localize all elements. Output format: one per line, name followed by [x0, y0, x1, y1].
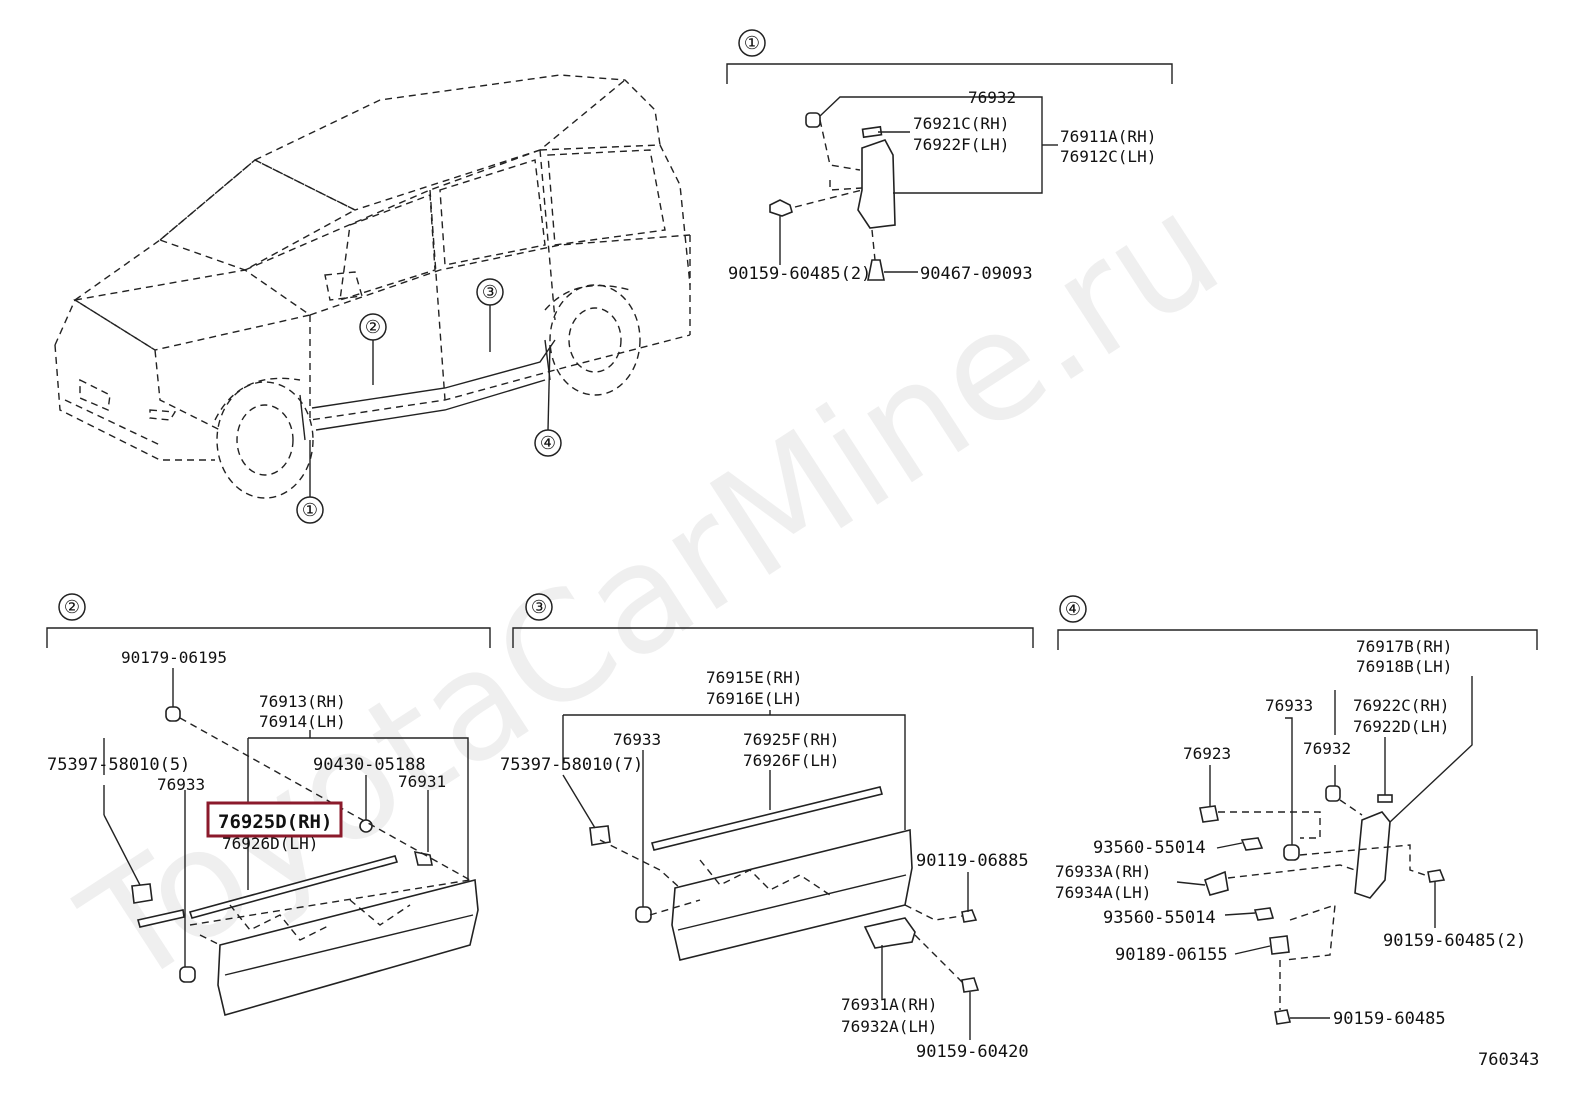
- label-75397-58010-5: 75397-58010(5): [47, 755, 190, 775]
- highlight-box-76925d[interactable]: [206, 801, 343, 838]
- strip-left: [136, 909, 185, 928]
- label-76922d-lh: 76922D(LH): [1353, 717, 1449, 736]
- screw-90159-60485-s4: [1274, 1009, 1291, 1025]
- callout-4-overview: ④: [534, 429, 562, 457]
- screw-90159-60485: [769, 199, 793, 217]
- label-76933-s3: 76933: [613, 730, 661, 749]
- screw-90159-60420: [961, 977, 980, 993]
- clip-76923: [1199, 805, 1219, 823]
- label-90159-60420: 90159-60420: [916, 1042, 1029, 1062]
- label-76934a-lh: 76934A(LH): [1055, 883, 1151, 902]
- svg-text:④: ④: [540, 433, 556, 454]
- seal-76921c: [861, 125, 883, 139]
- section-1: ① 76932 76921C(RH) 76922F(LH) 76911A(RH)…: [726, 29, 1173, 284]
- bracket-76931a: [863, 917, 916, 949]
- mudguard-76911a: [857, 139, 896, 229]
- label-76916e-lh: 76916E(LH): [706, 689, 802, 708]
- seal-76922c: [1377, 794, 1393, 803]
- svg-text:③: ③: [531, 597, 547, 618]
- svg-text:④: ④: [1065, 599, 1081, 620]
- label-76911a-rh: 76911A(RH): [1060, 127, 1156, 146]
- section-4: ④ 76917B(RH) 76918: [1055, 595, 1538, 1029]
- screw-93560-55014-a: [1240, 837, 1264, 851]
- bracket-76933a: [1204, 870, 1229, 896]
- section-4-marker: ④: [1059, 595, 1087, 623]
- label-76925f-rh: 76925F(RH): [743, 730, 839, 749]
- label-90159-60485-s4: 90159-60485: [1333, 1009, 1446, 1029]
- label-90179-06195: 90179-06195: [121, 648, 227, 667]
- label-76914-lh: 76914(LH): [259, 712, 346, 731]
- label-93560-55014-b: 93560-55014: [1103, 908, 1216, 928]
- label-76932a-lh: 76932A(LH): [841, 1017, 937, 1036]
- svg-text:①: ①: [302, 500, 318, 521]
- label-76921c-rh: 76921C(RH): [913, 114, 1009, 133]
- label-76925d-rh[interactable]: 76925D(RH): [218, 811, 332, 833]
- label-76912c-lh: 76912C(LH): [1060, 147, 1156, 166]
- label-93560-55014-a: 93560-55014: [1093, 838, 1206, 858]
- callout-1-overview: ①: [296, 496, 324, 524]
- label-90119-06885: 90119-06885: [916, 851, 1029, 871]
- tape-76925f: [651, 786, 883, 851]
- svg-text:②: ②: [64, 597, 80, 618]
- label-76926d-lh: 76926D(LH): [222, 834, 318, 853]
- nut-90189-06155: [1269, 935, 1290, 955]
- label-76926f-lh: 76926F(LH): [743, 751, 839, 770]
- label-90159-60485-2: 90159-60485(2): [728, 264, 871, 284]
- label-76917b-rh: 76917B(RH): [1356, 637, 1452, 656]
- bolt-90467-09093: [867, 259, 885, 281]
- label-76932: 76932: [968, 88, 1016, 107]
- section-2-marker: ②: [58, 593, 86, 621]
- label-76913-rh: 76913(RH): [259, 692, 346, 711]
- section-2: ② 90179-06195 76913(RH) 76914(LH) 7: [46, 593, 491, 1017]
- svg-text:②: ②: [365, 317, 381, 338]
- clip-76932: [805, 112, 821, 128]
- nut-90179-06195: [165, 706, 181, 722]
- label-75397-58010-7: 75397-58010(7): [500, 755, 643, 775]
- svg-text:①: ①: [744, 33, 760, 54]
- clip-76932-s4: [1325, 785, 1341, 802]
- screw-90119-06885: [961, 909, 978, 923]
- clip-76931: [413, 850, 433, 866]
- label-90430-05188: 90430-05188: [313, 755, 426, 775]
- tape-76925d: [188, 855, 399, 919]
- clip-76933: [179, 966, 196, 983]
- svg-text:③: ③: [482, 282, 498, 303]
- label-90467-09093: 90467-09093: [920, 264, 1033, 284]
- label-76918b-lh: 76918B(LH): [1356, 657, 1452, 676]
- label-76922f-lh: 76922F(LH): [913, 135, 1009, 154]
- callout-3-overview: ③: [476, 278, 504, 306]
- label-90189-06155: 90189-06155: [1115, 945, 1228, 965]
- section-1-marker: ①: [738, 29, 766, 57]
- label-76915e-rh: 76915E(RH): [706, 668, 802, 687]
- label-76923: 76923: [1183, 744, 1231, 763]
- section-3-marker: ③: [525, 593, 553, 621]
- label-76922c-rh: 76922C(RH): [1353, 696, 1449, 715]
- label-76933a-rh: 76933A(RH): [1055, 862, 1151, 881]
- section-3: ③ 76915E(RH) 76916E(LH) 76933 76925F(RH): [500, 593, 1034, 1062]
- door-moulding-76913: [217, 878, 479, 1017]
- label-76933: 76933: [157, 775, 205, 794]
- clip-75397-58010-7: [589, 825, 611, 846]
- clip-90430-05188: [359, 819, 373, 833]
- mudguard-76917b: [1354, 811, 1391, 899]
- label-90159-60485-2-s4: 90159-60485(2): [1383, 931, 1526, 951]
- label-76931a-rh: 76931A(RH): [841, 995, 937, 1014]
- clip-75397-58010: [131, 883, 153, 904]
- screw-93560-55014-b: [1253, 907, 1275, 921]
- screw-90159-60485-2-s4: [1427, 869, 1446, 883]
- clip-76933-s4: [1283, 844, 1300, 861]
- vehicle-overview: [54, 74, 691, 499]
- callout-2-overview: ②: [359, 313, 387, 341]
- label-76933-s4: 76933: [1265, 696, 1313, 715]
- diagram-id: 760343: [1478, 1050, 1539, 1070]
- label-76932-s4: 76932: [1303, 739, 1351, 758]
- label-76931: 76931: [398, 772, 446, 791]
- clip-76933-s3: [635, 906, 652, 923]
